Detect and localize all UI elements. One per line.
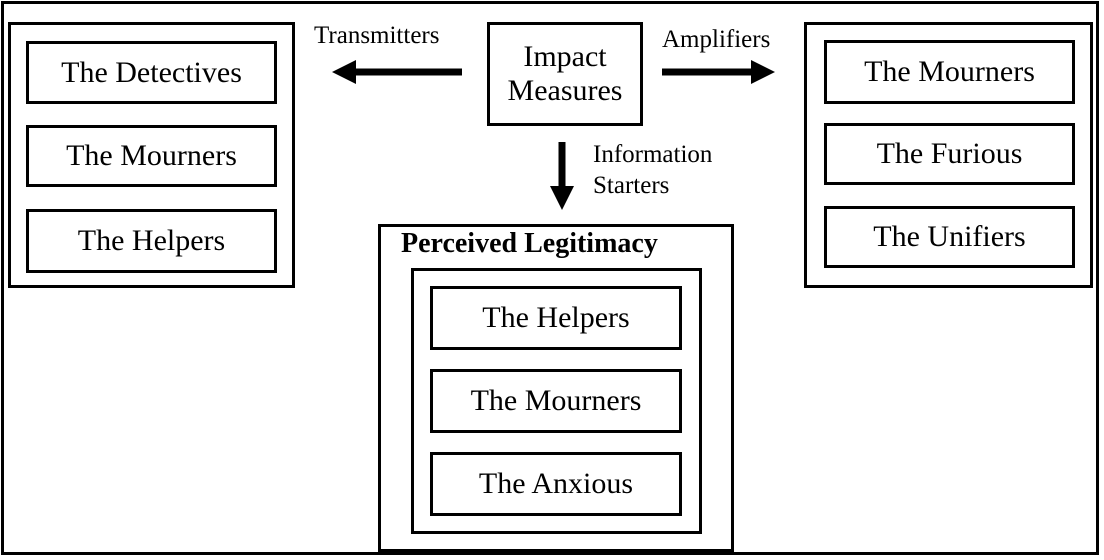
bottom-item-mourners: The Mourners [430,369,682,433]
perceived-legitimacy-heading: Perceived Legitimacy [401,228,658,259]
perceived-legitimacy-inner-box [411,268,702,534]
impact-measures-line1: Impact [523,40,607,73]
information-starters-label-line1: Information [593,141,713,168]
bottom-item-anxious: The Anxious [430,452,682,516]
right-item-unifiers: The Unifiers [824,206,1075,268]
right-item-mourners: The Mourners [824,40,1075,104]
impact-measures-box: Impact Measures [487,22,643,126]
right-group-box [804,22,1093,288]
left-item-detectives: The Detectives [26,41,277,104]
left-item-mourners: The Mourners [26,125,277,187]
left-group-box [8,22,295,288]
information-starters-label-line2: Starters [593,172,670,199]
left-item-helpers: The Helpers [26,209,277,273]
bottom-item-helpers: The Helpers [430,286,682,350]
transmitters-label: Transmitters [314,22,440,49]
right-item-furious: The Furious [824,123,1075,185]
impact-measures-line2: Measures [507,74,623,107]
amplifiers-label: Amplifiers [662,26,771,53]
